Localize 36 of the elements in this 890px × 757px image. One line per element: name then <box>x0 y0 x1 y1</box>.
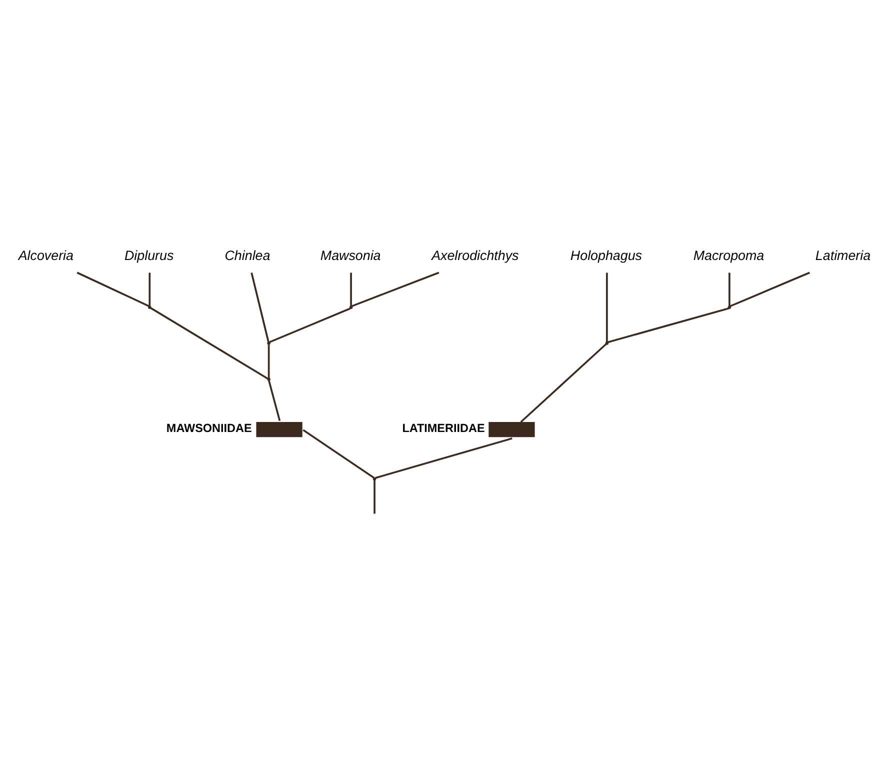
connector <box>606 272 608 342</box>
node-point <box>605 342 609 345</box>
connector <box>250 272 270 342</box>
node-point <box>267 378 270 381</box>
connector <box>268 380 281 422</box>
node-label: LATIMERIIDAE <box>402 422 485 435</box>
node-point <box>349 306 353 309</box>
node-text: Alcoveria <box>18 248 74 263</box>
connector <box>350 272 352 306</box>
node-bar <box>256 422 302 438</box>
node-text: Diplurus <box>124 248 174 263</box>
node-text: Latimeria <box>815 248 871 263</box>
connector <box>269 308 351 343</box>
connector <box>150 307 268 380</box>
node-label: MAWSONIIDAE <box>166 422 252 435</box>
connector <box>730 272 810 308</box>
connector <box>520 343 607 423</box>
connector <box>148 272 151 306</box>
connector <box>607 307 729 344</box>
connector <box>302 429 375 479</box>
node-point <box>148 306 152 309</box>
connector <box>268 344 270 378</box>
connector <box>374 480 376 514</box>
connector <box>76 272 150 308</box>
node-text: Macropoma <box>693 248 764 263</box>
node-text: Holophagus <box>570 248 642 263</box>
connector <box>352 272 440 308</box>
node-text: Mawsonia <box>320 248 381 263</box>
node-point <box>372 477 376 481</box>
node-point <box>267 342 270 345</box>
node-bar <box>488 422 535 438</box>
node-text: Axelrodichthys <box>432 248 519 263</box>
connector <box>375 438 512 479</box>
connector <box>728 272 730 306</box>
node-point <box>728 306 732 309</box>
node-text: Chinlea <box>224 248 270 263</box>
